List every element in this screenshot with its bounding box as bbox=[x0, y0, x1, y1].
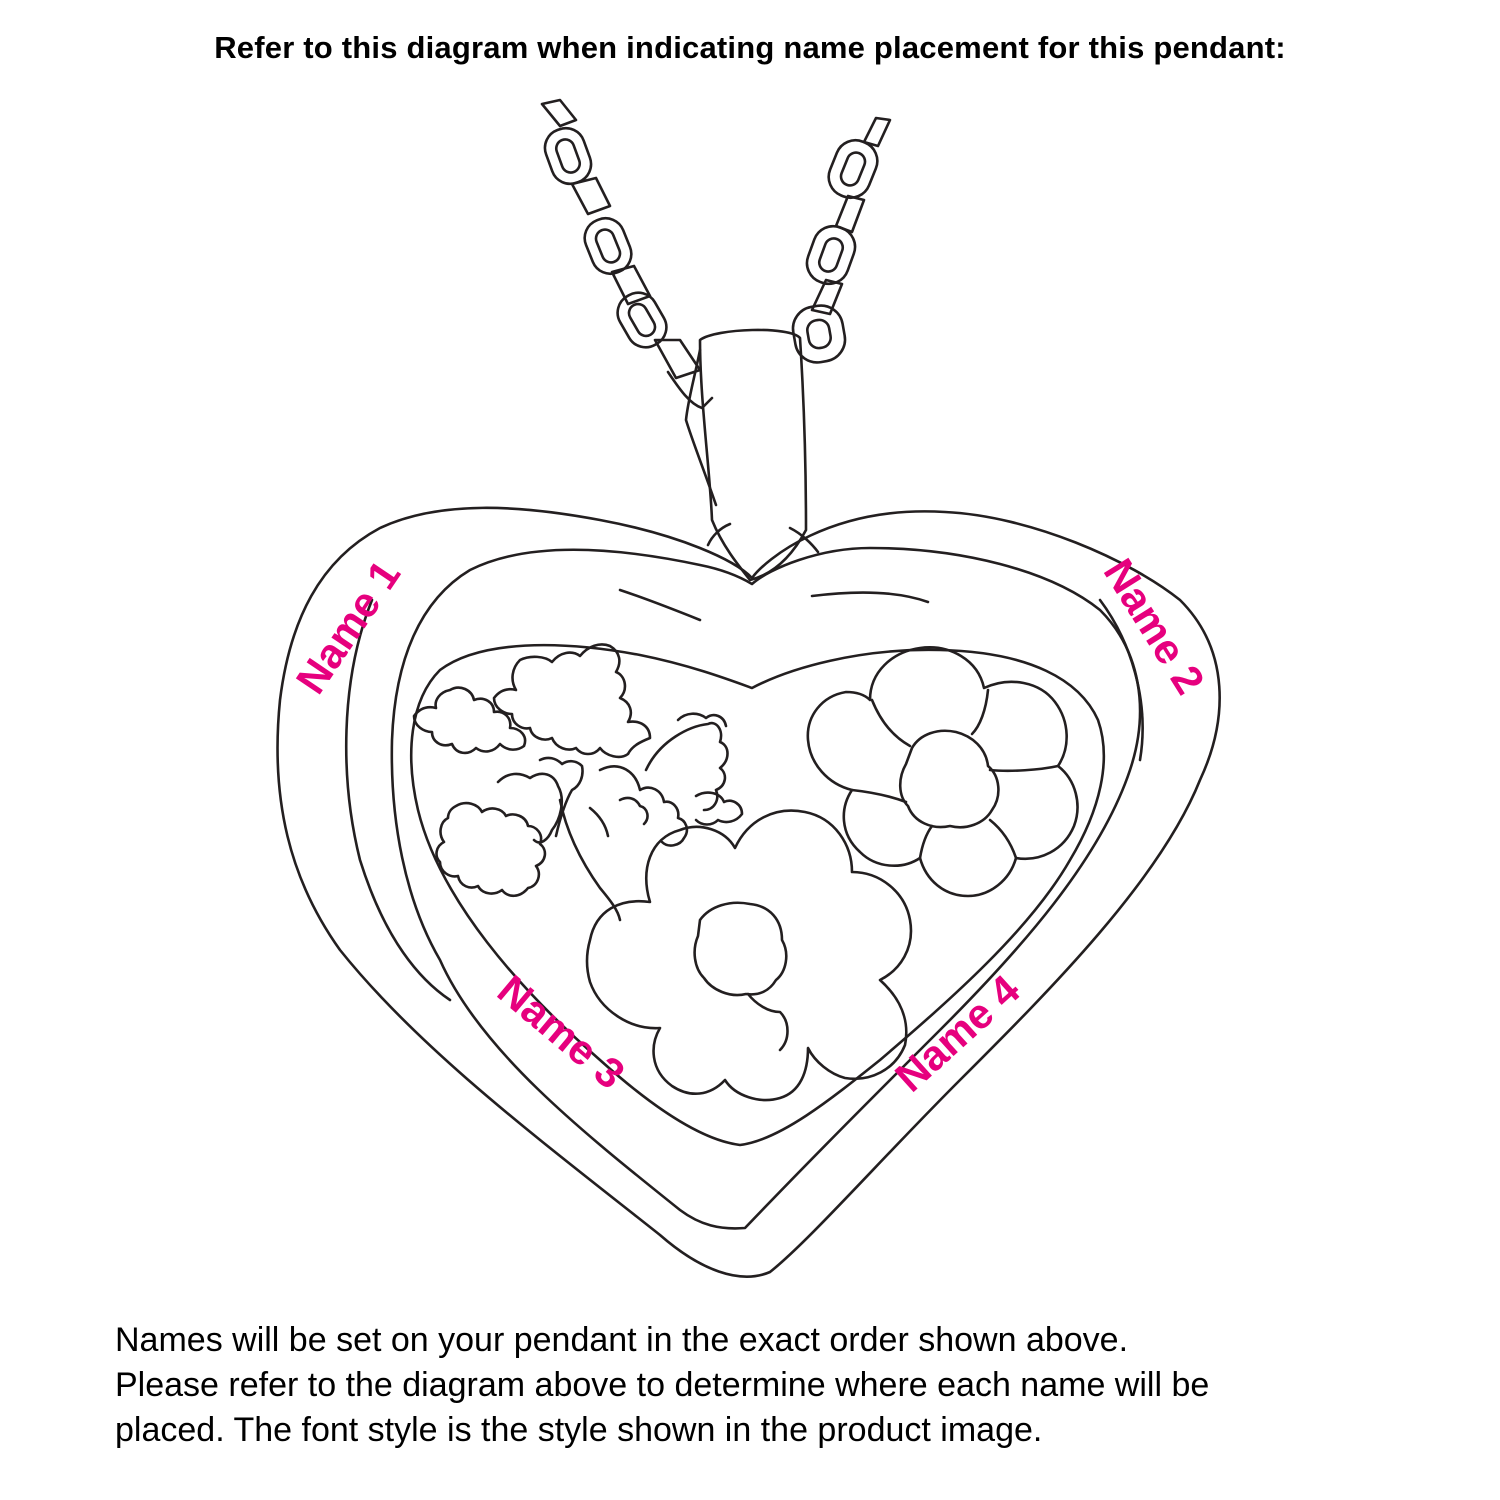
instructions-line-3: placed. The font style is the style show… bbox=[115, 1411, 1043, 1449]
chain-right bbox=[791, 116, 892, 364]
heart-outer-frame bbox=[276, 506, 1221, 1278]
heart-middle-frame bbox=[345, 546, 1144, 1230]
heart-inner-window bbox=[410, 643, 1106, 1147]
foliage-sprigs bbox=[412, 643, 744, 922]
chain-left bbox=[540, 98, 714, 410]
flower-lower bbox=[585, 809, 913, 1102]
instructions-line-2: Please refer to the diagram above to det… bbox=[115, 1366, 1210, 1404]
instructions-line-1: Names will be set on your pendant in the… bbox=[115, 1321, 1129, 1359]
name-1-label: Name 1 bbox=[287, 552, 410, 702]
bail bbox=[684, 328, 820, 582]
instructions-text: Names will be set on your pendant in the… bbox=[115, 1318, 1435, 1453]
diagram-heading: Refer to this diagram when indicating na… bbox=[214, 30, 1286, 65]
name-3-label: Name 3 bbox=[489, 966, 634, 1098]
flower-upper bbox=[806, 646, 1079, 898]
